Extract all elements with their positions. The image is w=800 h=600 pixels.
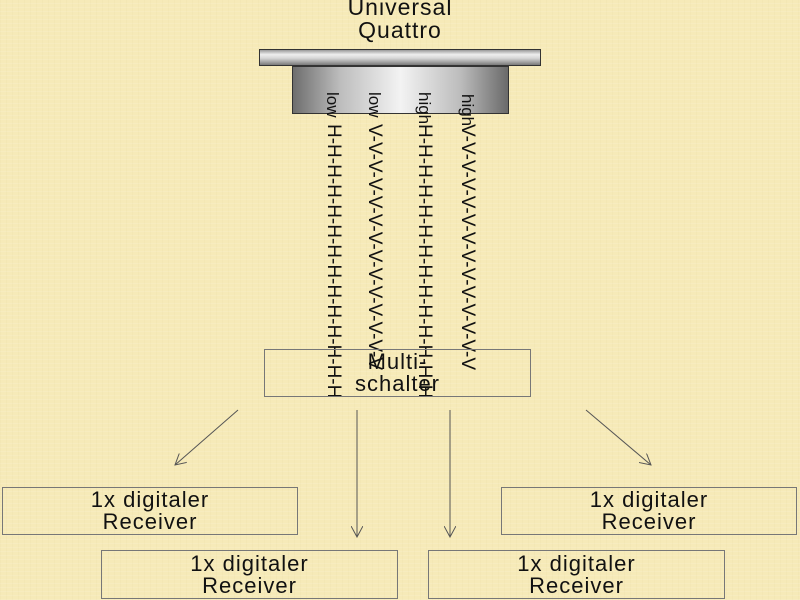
multiswitch-line2: schalter [354,371,441,396]
receiver-1-line1: 1x digitaler [90,487,210,512]
receiver-4-line2: Receiver [529,572,624,598]
receiver-2-line1: 1x digitaler [589,487,709,512]
lnb-flange [259,49,541,66]
lnb-title-line1: Universal [347,0,453,20]
receiver-box-2: 1x digitaler Receiver [501,487,797,535]
receiver-3-line2: Receiver [202,572,297,598]
multiswitch-box: Multi- schalter [264,349,531,397]
receiver-1-line2: Receiver [102,509,198,534]
lnb-title: Universal Quattro [255,0,545,42]
arrow-to-receiver-1 [175,409,239,465]
receiver-box-4: 1x digitaler Receiver [428,550,725,599]
receiver-box-1: 1x digitaler Receiver [2,487,298,535]
lnb-body [292,66,509,114]
receiver-3-line1: 1x digitaler [190,550,309,576]
arrow-to-receiver-4 [585,409,651,465]
multiswitch-line1: Multi- [367,349,428,374]
receiver-box-3: 1x digitaler Receiver [101,550,398,599]
lnb-title-line2: Quattro [358,17,442,43]
receiver-2-line2: Receiver [601,509,697,534]
receiver-4-line1: 1x digitaler [517,550,636,576]
